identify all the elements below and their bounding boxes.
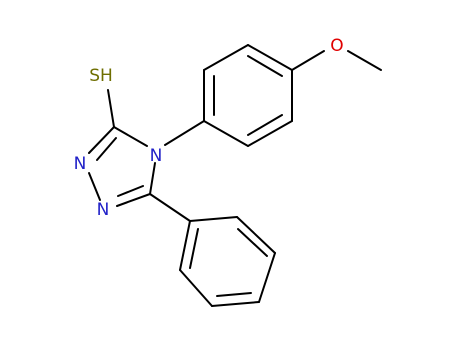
- atom-label-sh: SH: [89, 66, 113, 86]
- bond-c3-n4: [113, 126, 148, 147]
- bond-c3-s: [107, 89, 115, 128]
- bond-n2-c3: [88, 126, 115, 154]
- triazole-ring: [88, 126, 156, 207]
- bond-n1-n2: [88, 172, 101, 201]
- bond-c5-n1: [116, 193, 151, 207]
- bond-o-methyl: [347, 50, 382, 71]
- bond-ph-f: [179, 220, 191, 271]
- bond-ar1-c-inner: [247, 55, 283, 77]
- bond-n4-aryl: [164, 120, 205, 146]
- atom-label-n1: N: [97, 200, 110, 220]
- bond-c5-phenyl: [149, 193, 191, 222]
- bond-ar1-b: [203, 44, 249, 71]
- bond-ph-d-inner: [216, 292, 252, 297]
- bond-n4-c5: [149, 162, 156, 195]
- bond-ph-b-inner: [237, 228, 268, 257]
- bond-ph-d: [211, 301, 260, 307]
- bond-ar1-f: [203, 120, 249, 147]
- bond-ph-c: [258, 252, 276, 303]
- bond-n2-c3-inner: [96, 137, 117, 161]
- bond-ar1-c: [247, 44, 293, 71]
- atom-label-n2: N: [74, 154, 87, 174]
- bond-ph-b: [236, 216, 276, 254]
- methoxyphenyl-ring: [203, 44, 293, 147]
- atom-label-n4: N: [150, 146, 163, 166]
- phenyl-ring: [179, 216, 276, 307]
- bond-ph-f-inner: [189, 228, 199, 269]
- bond-ph-a: [189, 216, 238, 222]
- bond-ar1-e-inner: [247, 114, 283, 136]
- bond-ar1-e: [247, 120, 293, 147]
- bond-c5-n1-inner: [117, 185, 144, 197]
- atom-label-oxygen: O: [330, 36, 343, 56]
- bond-ph-e: [179, 269, 213, 307]
- bond-aryl-o: [291, 50, 325, 71]
